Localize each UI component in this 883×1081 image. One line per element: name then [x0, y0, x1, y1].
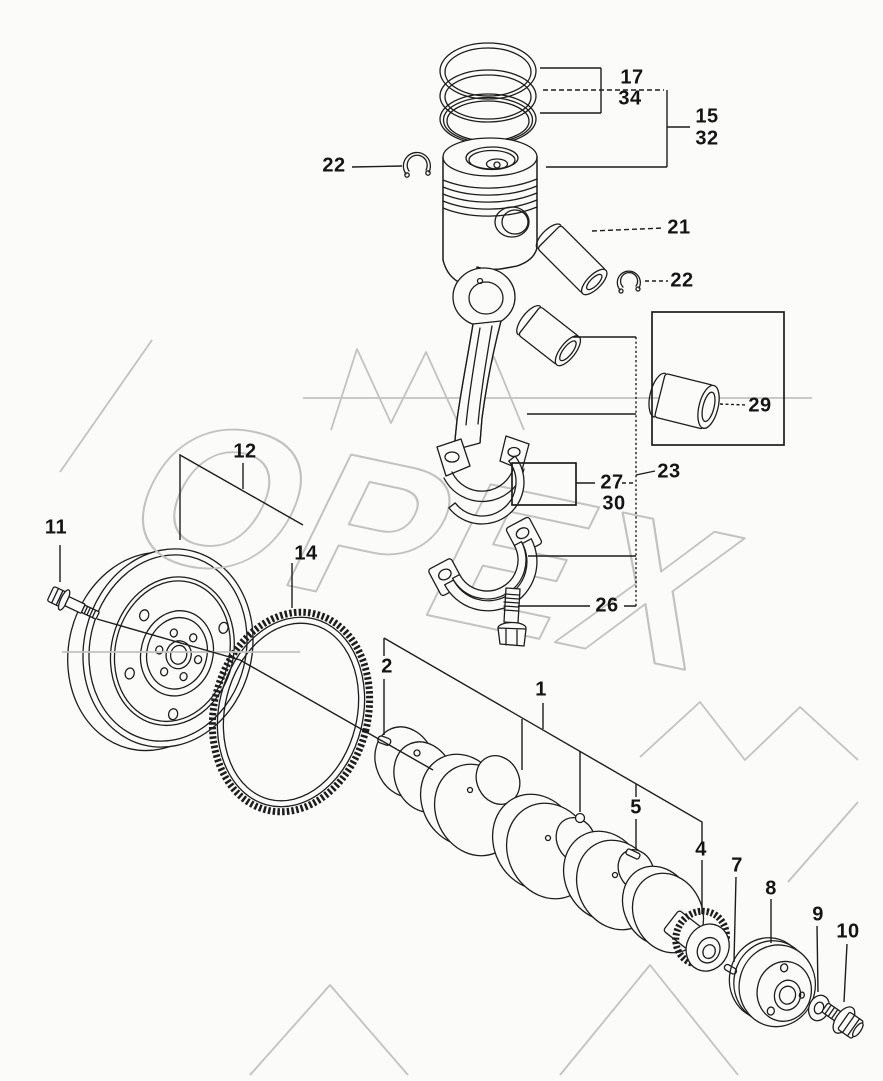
part-callout-32: 32: [695, 127, 719, 150]
piston-pin-drawing: [535, 223, 608, 296]
part-callout-9: 9: [812, 903, 824, 926]
part-callout-17: 17: [620, 66, 644, 89]
service-bushing-box: [648, 311, 785, 446]
key-5-drawing: [625, 848, 641, 860]
flywheel-bolt-drawing: [47, 586, 100, 620]
part-callout-4: 4: [695, 838, 707, 861]
part-callout-5: 5: [630, 796, 642, 819]
part-callout-21: 21: [667, 216, 691, 239]
crankshaft-drawing: [374, 726, 722, 964]
snap-ring-right-drawing: [616, 270, 641, 294]
part-callout-7: 7: [731, 854, 743, 877]
part-callout-14: 14: [294, 542, 318, 565]
part-callout-22: 22: [322, 154, 346, 177]
part-callout-26: 26: [595, 594, 619, 617]
rod-bolt-drawing: [497, 587, 527, 647]
snap-ring-left-drawing: [402, 151, 432, 178]
part-callout-34: 34: [618, 87, 642, 110]
part-callout-27: 27: [600, 471, 624, 494]
crank-gear-drawing: [672, 907, 730, 972]
plug-ball-drawing: [574, 812, 586, 824]
part-callout-11: 11: [44, 516, 68, 539]
part-callout-22: 22: [670, 269, 694, 292]
part-callout-10: 10: [836, 920, 860, 943]
part-callout-2: 2: [381, 655, 393, 678]
part-callout-29: 29: [748, 394, 772, 417]
small-end-bushing-drawing: [516, 305, 582, 367]
part-callout-15: 15: [695, 105, 719, 128]
pulley-bolt-drawing: [821, 1002, 864, 1039]
part-callout-23: 23: [657, 460, 681, 483]
piston-drawing: [442, 137, 538, 285]
part-callout-30: 30: [602, 492, 626, 515]
part-callout-12: 12: [233, 440, 257, 463]
part-callout-8: 8: [765, 877, 777, 900]
rod-bearing-upper-shell-drawing: [448, 455, 525, 525]
pulley-drawing: [728, 937, 817, 1028]
leader-lines: [59, 67, 848, 1003]
connecting-rod-drawing: [436, 267, 530, 503]
piston-rings-drawing: [439, 42, 537, 145]
part-callout-1: 1: [535, 678, 547, 701]
